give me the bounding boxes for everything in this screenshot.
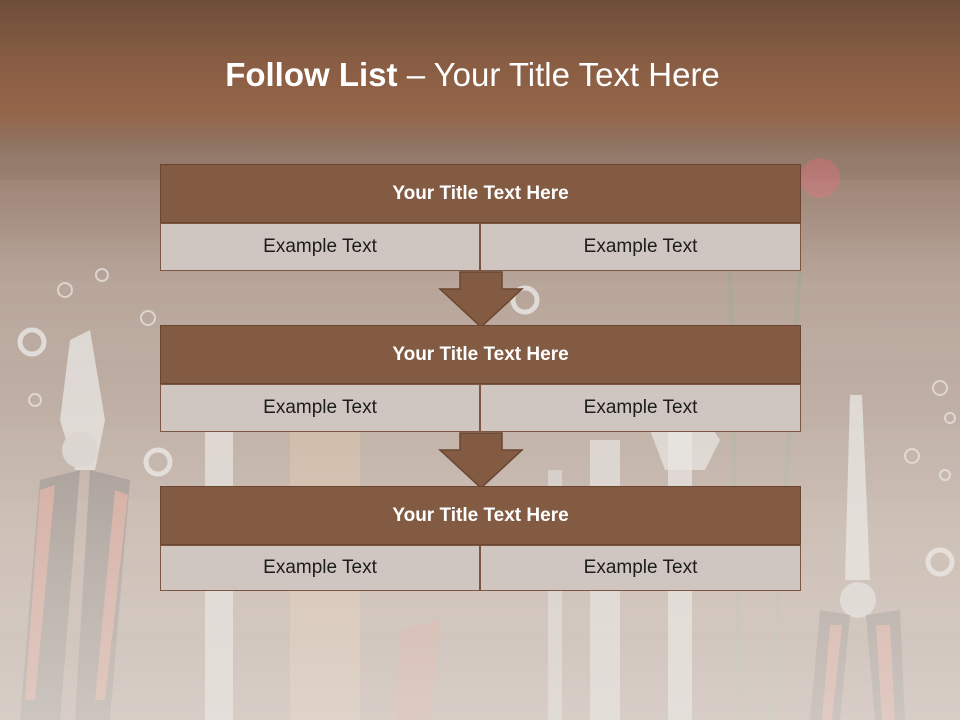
step-3-left-text: Example Text xyxy=(160,545,480,591)
down-arrow-icon xyxy=(438,271,524,329)
title-band xyxy=(0,0,960,150)
step-2-left-text: Example Text xyxy=(160,384,480,432)
step-heading-3: Your Title Text Here xyxy=(160,486,801,545)
step-heading-2: Your Title Text Here xyxy=(160,325,801,384)
step-block-3: Your Title Text Here Example Text Exampl… xyxy=(160,486,801,591)
step-block-2: Your Title Text Here Example Text Exampl… xyxy=(160,325,801,432)
step-2-right-text: Example Text xyxy=(480,384,801,432)
slide-title: Follow List – Your Title Text Here xyxy=(0,52,945,98)
step-row-2: Example Text Example Text xyxy=(160,384,801,432)
step-1-left-text: Example Text xyxy=(160,223,480,271)
step-block-1: Your Title Text Here Example Text Exampl… xyxy=(160,164,801,271)
down-arrow-icon xyxy=(438,432,524,490)
title-rest-part: – Your Title Text Here xyxy=(397,56,720,93)
step-1-right-text: Example Text xyxy=(480,223,801,271)
step-row-3: Example Text Example Text xyxy=(160,545,801,591)
title-bold-part: Follow List xyxy=(225,56,398,93)
step-3-right-text: Example Text xyxy=(480,545,801,591)
step-heading-1: Your Title Text Here xyxy=(160,164,801,223)
step-row-1: Example Text Example Text xyxy=(160,223,801,271)
